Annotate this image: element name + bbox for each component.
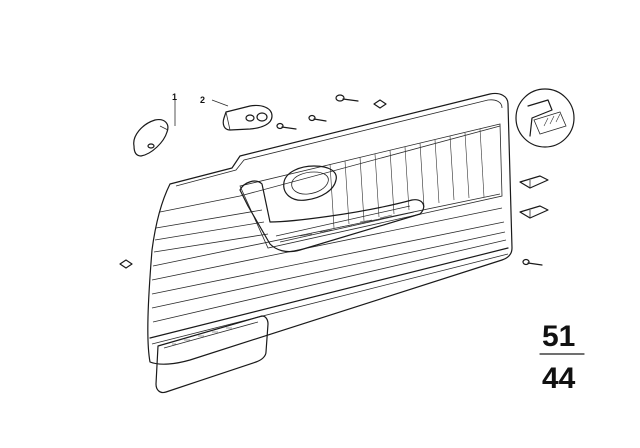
screw-top-1 xyxy=(335,94,359,102)
screw-left xyxy=(119,259,133,269)
callout-1: 1 xyxy=(172,92,177,102)
clip-right-1 xyxy=(519,175,549,189)
group-number-sub: 44 xyxy=(542,362,576,395)
door-handle-recess xyxy=(283,165,337,201)
clip-right-2 xyxy=(519,205,549,219)
panel-fabric-insert xyxy=(239,123,503,249)
armrest xyxy=(239,180,425,253)
detail-inset xyxy=(515,88,575,148)
part-2-holder xyxy=(222,104,273,131)
map-pocket xyxy=(155,315,269,394)
part-1-cap xyxy=(133,119,169,157)
screw-top-2 xyxy=(373,99,387,109)
group-number-main: 51 xyxy=(542,320,575,353)
screw-right xyxy=(522,258,543,266)
screw-top-3 xyxy=(308,114,327,122)
door-trim-panel xyxy=(147,92,513,365)
group-number: 51 44 xyxy=(539,320,585,395)
callout-2-leader xyxy=(211,99,229,107)
callout-2: 2 xyxy=(200,95,205,105)
screw-top-4 xyxy=(276,122,297,130)
